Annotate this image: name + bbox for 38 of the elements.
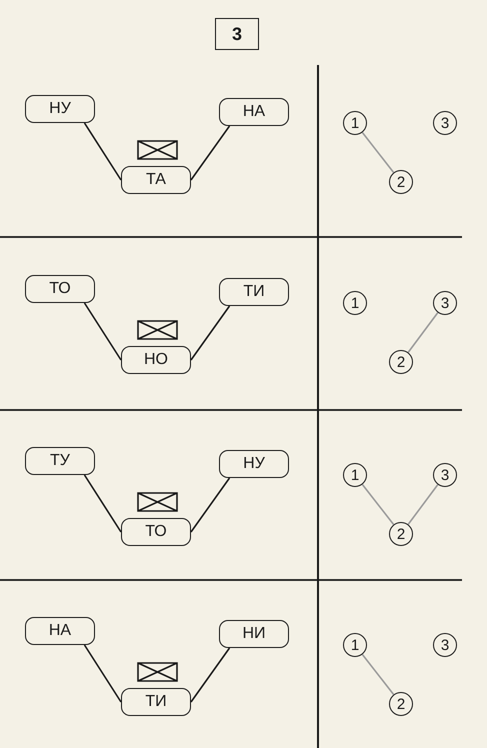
connector-line bbox=[190, 648, 230, 702]
number-circle: 1 bbox=[343, 111, 367, 135]
number-circle: 1 bbox=[343, 463, 367, 487]
syllable-box: НО bbox=[121, 346, 191, 374]
number-circle: 3 bbox=[433, 111, 457, 135]
connector-line bbox=[84, 474, 122, 532]
number-circle: 2 bbox=[389, 170, 413, 194]
connector-line bbox=[84, 644, 122, 702]
number-circle: 1 bbox=[343, 633, 367, 657]
number-circle: 3 bbox=[433, 291, 457, 315]
syllable-box: ТО bbox=[25, 275, 95, 303]
pencil-line bbox=[362, 654, 394, 695]
syllable-box: НУ bbox=[219, 450, 289, 478]
syllable-box: ТИ bbox=[121, 688, 191, 716]
connector-line bbox=[190, 478, 230, 532]
number-circle: 2 bbox=[389, 692, 413, 716]
connector-line bbox=[190, 126, 230, 180]
syllable-box: ТО bbox=[121, 518, 191, 546]
pencil-line bbox=[408, 312, 438, 353]
connector-line bbox=[84, 122, 122, 180]
connector-line bbox=[190, 306, 230, 360]
number-circle: 1 bbox=[343, 291, 367, 315]
syllable-box: ТИ bbox=[219, 278, 289, 306]
syllable-box: НУ bbox=[25, 95, 95, 123]
syllable-box: НИ bbox=[219, 620, 289, 648]
connector-line bbox=[84, 302, 122, 360]
task-number-box: 3 bbox=[215, 18, 259, 50]
number-circle: 2 bbox=[389, 522, 413, 546]
syllable-box: ТА bbox=[121, 166, 191, 194]
syllable-box: ТУ bbox=[25, 447, 95, 475]
pencil-line bbox=[362, 484, 394, 525]
number-circle: 3 bbox=[433, 463, 457, 487]
syllable-box: НА bbox=[25, 617, 95, 645]
syllable-box: НА bbox=[219, 98, 289, 126]
pencil-line bbox=[362, 132, 394, 173]
number-circle: 2 bbox=[389, 350, 413, 374]
pencil-line bbox=[408, 484, 438, 525]
number-circle: 3 bbox=[433, 633, 457, 657]
